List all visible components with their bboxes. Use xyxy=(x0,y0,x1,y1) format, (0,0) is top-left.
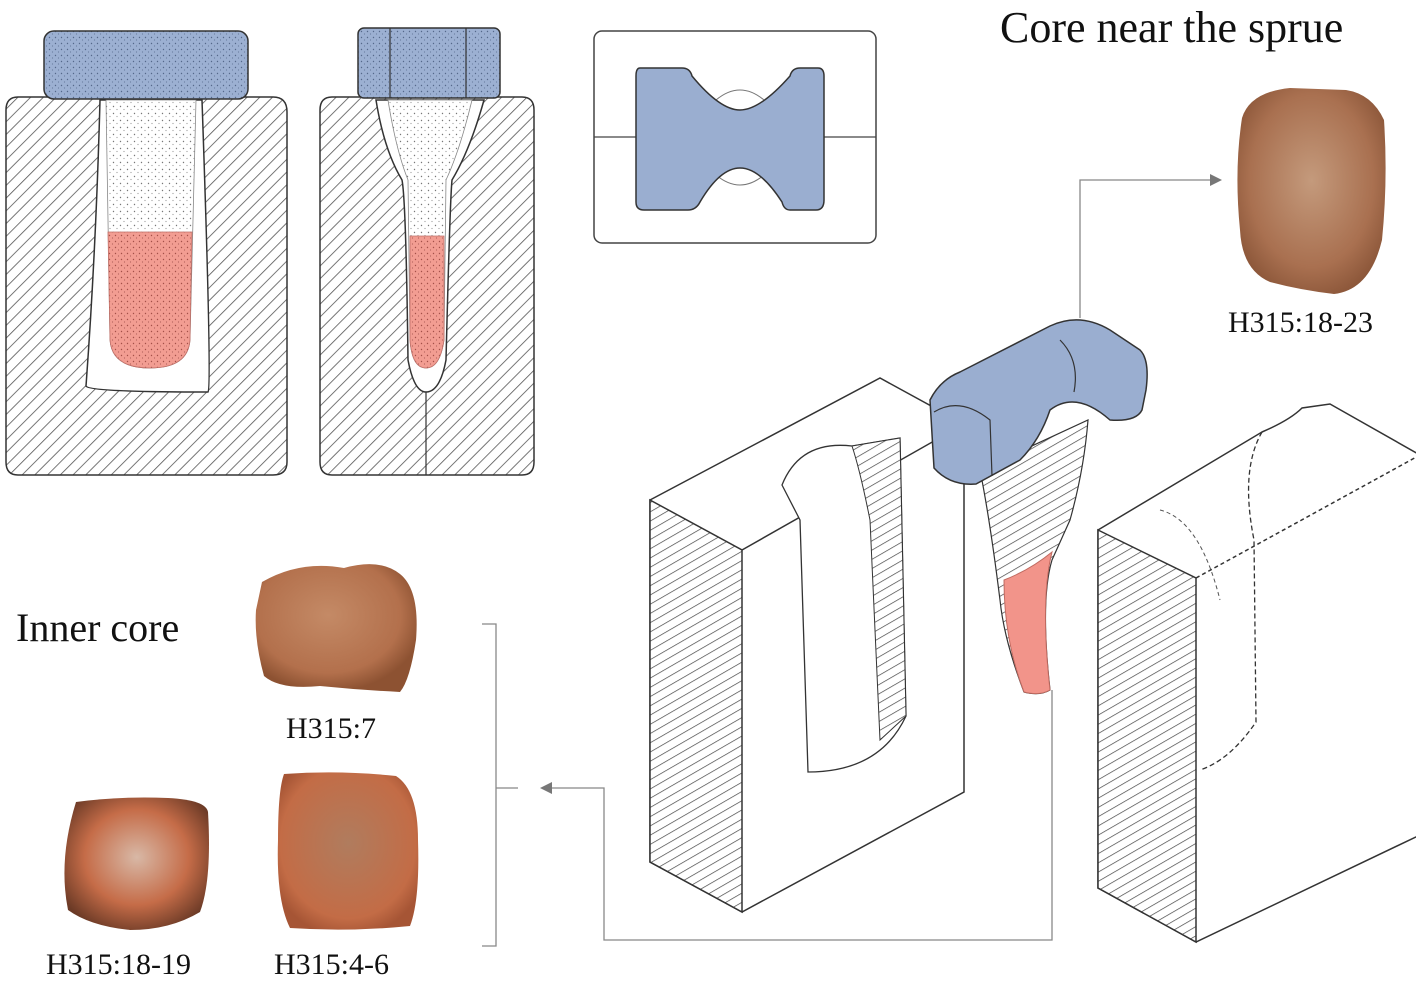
cross-section-left xyxy=(5,30,288,476)
inner-bracket xyxy=(482,623,497,947)
mold-section-right xyxy=(319,96,535,476)
iso-mold-left xyxy=(649,377,965,914)
arrow-head-inner xyxy=(540,782,552,794)
mold-section-left xyxy=(5,96,288,476)
core-near-sprue-title: Core near the sprue xyxy=(1000,3,1344,52)
connector-inner xyxy=(482,623,1053,947)
specimen-photo-sprue-core xyxy=(1237,88,1386,294)
specimen-label-inner-b: H315:18-19 xyxy=(46,948,191,981)
iso-left-hatched-face xyxy=(649,498,743,914)
cross-section-right xyxy=(319,27,535,476)
iso-core-head xyxy=(929,319,1148,485)
metal-fill-right xyxy=(409,235,445,369)
specimen-label-inner-c: H315:4-6 xyxy=(274,948,389,981)
specimen-photo-inner-b xyxy=(64,797,209,930)
specimen-label-inner-a: H315:7 xyxy=(286,712,376,745)
connector-sprue xyxy=(1079,174,1222,318)
core-top-view xyxy=(635,67,825,211)
mold-top-view xyxy=(593,30,877,244)
metal-fill-left xyxy=(107,231,193,369)
specimen-label-sprue-core: H315:18-23 xyxy=(1228,306,1373,339)
sprue-core-right xyxy=(357,27,501,99)
arrow-head-sprue xyxy=(1210,174,1222,186)
specimen-photo-inner-c xyxy=(277,772,419,930)
specimen-photo-inner-a xyxy=(255,564,417,692)
inner-core-title: Inner core xyxy=(16,605,180,650)
sprue-core-left xyxy=(43,30,249,100)
iso-core xyxy=(929,319,1148,695)
iso-mold-right xyxy=(1097,403,1416,944)
iso-right-hatched-face xyxy=(1097,528,1197,944)
iso-core-metal xyxy=(1003,550,1053,695)
